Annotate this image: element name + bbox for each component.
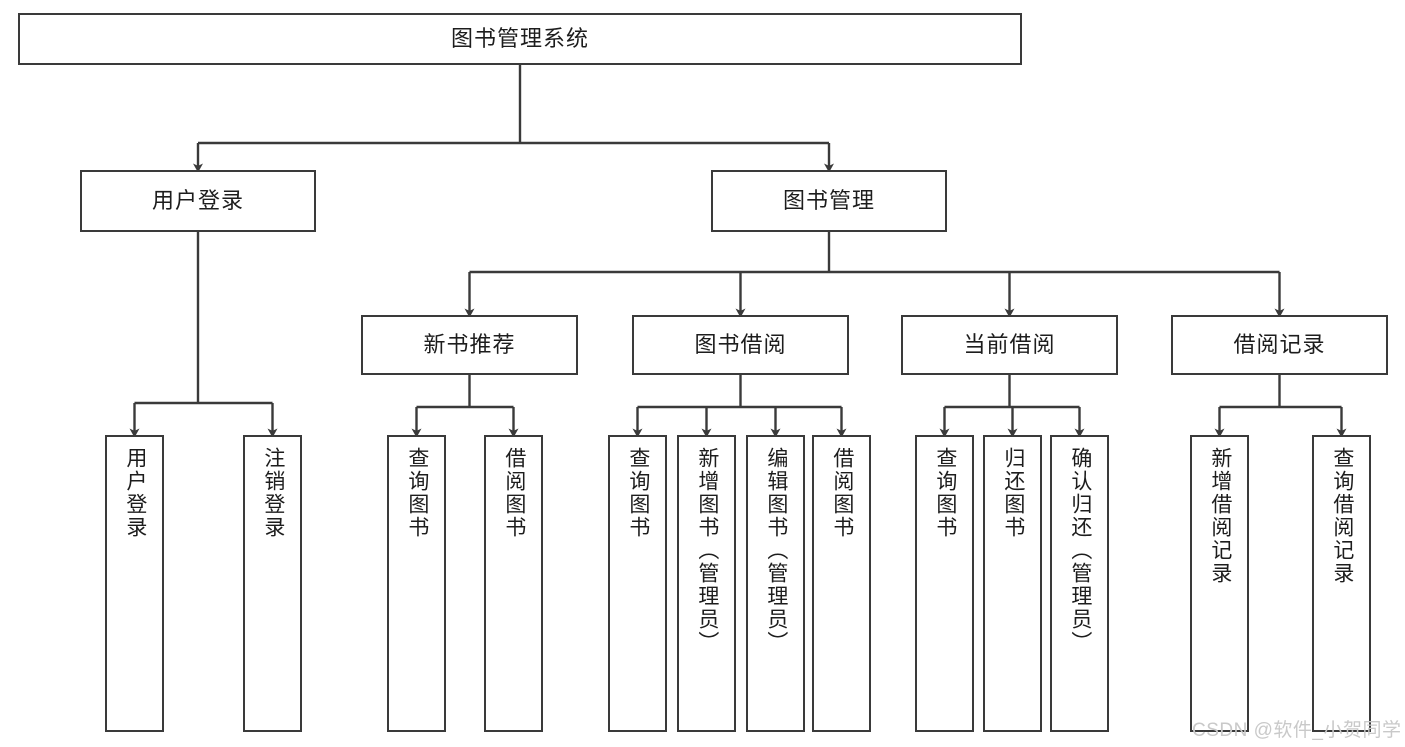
node-label: 图书借阅 xyxy=(694,332,787,357)
node-bookmgmt[interactable]: 图书管理 xyxy=(711,170,947,232)
node-l-queryrec[interactable]: 查询借阅记录 xyxy=(1312,435,1371,732)
node-label: 查询图书 xyxy=(405,447,429,539)
node-records[interactable]: 借阅记录 xyxy=(1171,315,1388,375)
node-newbook[interactable]: 新书推荐 xyxy=(361,315,578,375)
node-label: 新增借阅记录 xyxy=(1208,447,1232,585)
node-l-addrec[interactable]: 新增借阅记录 xyxy=(1190,435,1249,732)
node-current[interactable]: 当前借阅 xyxy=(901,315,1118,375)
node-label: 借阅记录 xyxy=(1233,332,1326,357)
node-root[interactable]: 图书管理系统 xyxy=(18,13,1022,65)
node-label: 注销登录 xyxy=(261,447,285,539)
node-label: 查询图书 xyxy=(626,447,650,539)
node-l-query1[interactable]: 查询图书 xyxy=(387,435,446,732)
node-l-return[interactable]: 归还图书 xyxy=(983,435,1042,732)
node-label: 编辑图书（管理员） xyxy=(764,447,788,654)
node-label: 当前借阅 xyxy=(963,332,1056,357)
node-label: 新书推荐 xyxy=(423,332,516,357)
node-label: 查询图书 xyxy=(933,447,957,539)
node-login[interactable]: 用户登录 xyxy=(80,170,316,232)
node-borrow[interactable]: 图书借阅 xyxy=(632,315,849,375)
node-l-borrow2[interactable]: 借阅图书 xyxy=(812,435,871,732)
watermark: CSDN @软件_小贺同学 xyxy=(1192,720,1402,741)
node-label: 归还图书 xyxy=(1001,447,1025,539)
node-label: 用户登录 xyxy=(151,188,244,213)
node-l-add[interactable]: 新增图书（管理员） xyxy=(677,435,736,732)
node-label: 查询借阅记录 xyxy=(1330,447,1354,585)
node-label: 图书管理系统 xyxy=(450,26,589,51)
node-label: 确认归还（管理员） xyxy=(1068,447,1092,654)
node-label: 用户登录 xyxy=(123,447,147,539)
node-l-borrow1[interactable]: 借阅图书 xyxy=(484,435,543,732)
node-l-login[interactable]: 用户登录 xyxy=(105,435,164,732)
node-l-query3[interactable]: 查询图书 xyxy=(915,435,974,732)
node-l-confirm[interactable]: 确认归还（管理员） xyxy=(1050,435,1109,732)
node-label: 借阅图书 xyxy=(830,447,854,539)
node-label: 新增图书（管理员） xyxy=(695,447,719,654)
node-l-query2[interactable]: 查询图书 xyxy=(608,435,667,732)
node-l-logout[interactable]: 注销登录 xyxy=(243,435,302,732)
node-label: 借阅图书 xyxy=(502,447,526,539)
node-label: 图书管理 xyxy=(782,188,875,213)
node-l-edit[interactable]: 编辑图书（管理员） xyxy=(746,435,805,732)
